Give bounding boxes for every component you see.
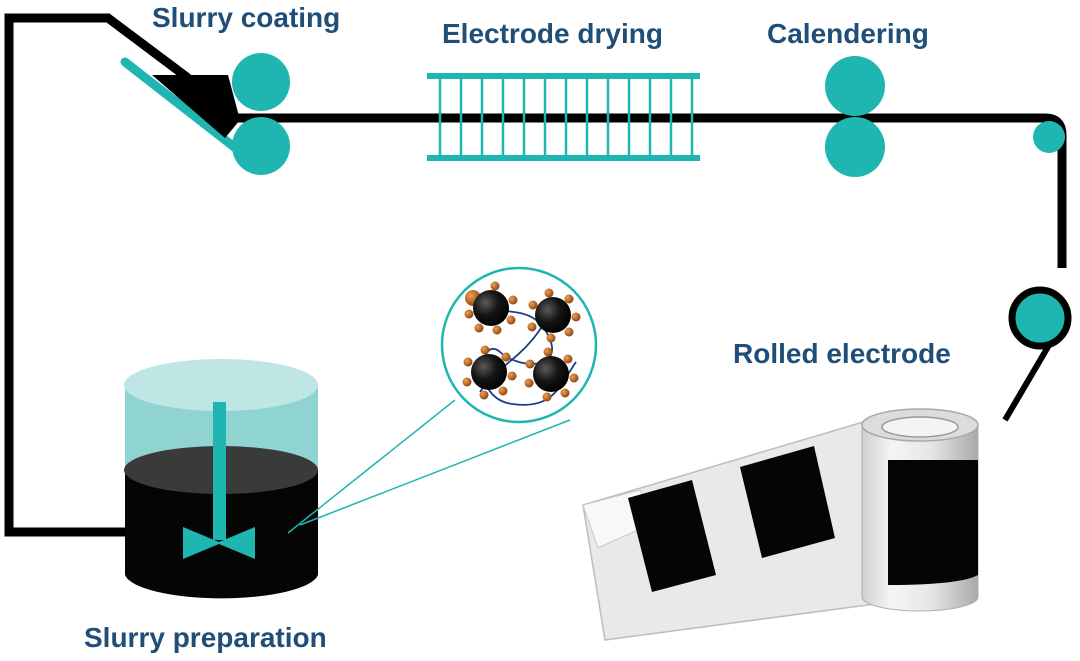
coating-slurry-wedge: [152, 75, 240, 138]
particle-2: [527, 288, 581, 343]
coating-roller-top: [232, 53, 290, 111]
calender-roller-bottom: [825, 117, 885, 177]
binder-strand: [465, 299, 577, 406]
guide-roller-large: [1008, 286, 1072, 350]
coating-roller-bottom: [232, 117, 290, 175]
calender-roller-top: [825, 56, 885, 116]
slurry-feed-line: [4, 13, 191, 537]
label-calendering: Calendering: [767, 18, 929, 49]
particle-4: [524, 347, 579, 402]
label-electrode-drying: Electrode drying: [442, 18, 663, 49]
zoom-line-bottom: [299, 419, 571, 526]
coated-patch-1: [628, 480, 716, 592]
stirrer-shaft: [213, 402, 226, 540]
stirrer-blade: [183, 527, 255, 559]
label-rolled-electrode: Rolled electrode: [733, 338, 951, 369]
particle-1: [464, 281, 518, 335]
coated-patch-2: [740, 446, 835, 558]
label-slurry-preparation: Slurry preparation: [84, 622, 327, 653]
particle-3: [462, 345, 517, 400]
zoom-line-top: [287, 399, 456, 534]
mixing-tank: [124, 359, 318, 599]
particle-zoom: [440, 266, 598, 424]
coating-blade: [120, 57, 243, 155]
electrode-web: [235, 113, 1067, 268]
drying-oven: [427, 73, 700, 161]
guide-roller-small: [1033, 121, 1065, 153]
label-slurry-coating: Slurry coating: [152, 2, 341, 33]
rolled-electrode: [582, 408, 979, 641]
web-to-roll: [1002, 338, 1055, 422]
roll-coated-band: [888, 460, 978, 585]
